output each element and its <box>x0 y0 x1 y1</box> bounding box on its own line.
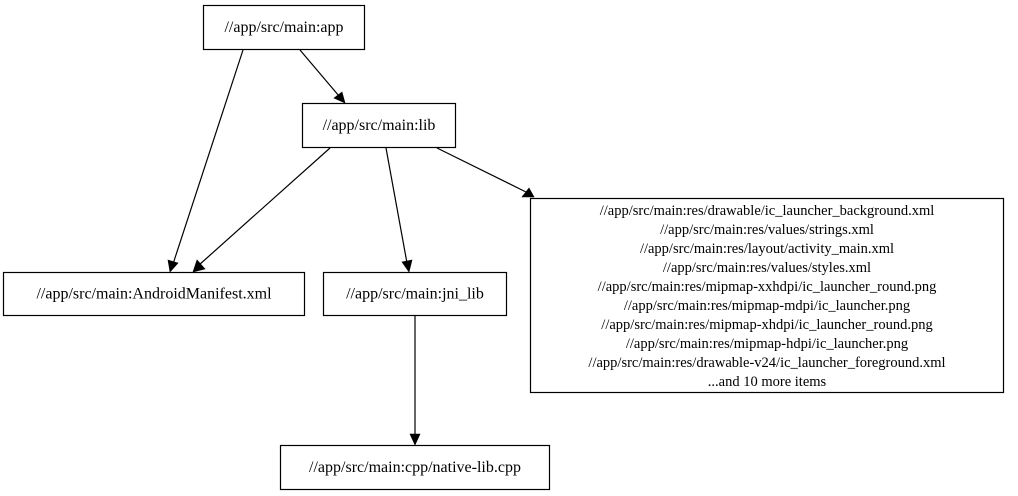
node-app-label: //app/src/main:app <box>224 19 343 36</box>
node-android-manifest[interactable]: //app/src/main:AndroidManifest.xml <box>2 271 306 317</box>
node-resources[interactable]: //app/src/main:res/drawable/ic_launcher_… <box>529 197 1005 394</box>
arrow-head-icon <box>521 187 535 198</box>
arrow-head-icon <box>401 259 413 273</box>
edge-line <box>436 147 527 193</box>
edge-line <box>172 49 244 265</box>
node-native-lib[interactable]: //app/src/main:cpp/native-lib.cpp <box>279 444 551 491</box>
node-resources-line-7: //app/src/main:res/mipmap-xhdpi/ic_launc… <box>601 317 932 333</box>
node-resources-line-9: //app/src/main:res/drawable-v24/ic_launc… <box>588 355 945 371</box>
edge-app-to-lib <box>299 49 346 104</box>
arrow-head-icon <box>409 433 421 446</box>
edge-line <box>385 147 408 264</box>
node-app-box[interactable] <box>202 4 366 51</box>
edge-lib-to-jni-lib <box>385 147 413 273</box>
node-native-lib-box[interactable] <box>279 444 551 491</box>
node-lib-box[interactable] <box>301 102 457 149</box>
edge-app-to-manifest <box>167 49 244 273</box>
node-android-manifest-label: //app/src/main:AndroidManifest.xml <box>36 286 272 303</box>
edge-line <box>299 49 340 97</box>
edge-jni-lib-to-native-lib <box>409 316 421 446</box>
node-resources-line-1: //app/src/main:res/drawable/ic_launcher_… <box>600 203 935 219</box>
node-resources-box[interactable] <box>529 197 1005 394</box>
arrow-head-icon <box>167 259 179 273</box>
node-lib[interactable]: //app/src/main:lib <box>301 102 457 149</box>
node-resources-line-3: //app/src/main:res/layout/activity_main.… <box>640 241 894 257</box>
node-resources-line-5: //app/src/main:res/mipmap-xxhdpi/ic_laun… <box>598 279 937 295</box>
node-android-manifest-box[interactable] <box>2 271 306 317</box>
node-jni-lib[interactable]: //app/src/main:jni_lib <box>322 271 508 317</box>
node-jni-lib-label: //app/src/main:jni_lib <box>346 286 484 303</box>
node-resources-overflow-label: ...and 10 more items <box>708 374 827 390</box>
arrow-head-icon <box>192 259 206 273</box>
edge-lib-to-manifest <box>192 147 331 273</box>
edge-lib-to-resources <box>436 147 535 198</box>
node-native-lib-label: //app/src/main:cpp/native-lib.cpp <box>309 459 521 476</box>
arrow-head-icon <box>333 91 346 104</box>
node-lib-label: //app/src/main:lib <box>323 117 436 134</box>
node-resources-line-2: //app/src/main:res/values/strings.xml <box>660 222 874 238</box>
node-resources-line-8: //app/src/main:res/mipmap-hdpi/ic_launch… <box>626 336 908 352</box>
node-app[interactable]: //app/src/main:app <box>202 4 366 51</box>
edge-line <box>198 147 331 266</box>
node-jni-lib-box[interactable] <box>322 271 508 317</box>
node-resources-line-6: //app/src/main:res/mipmap-mdpi/ic_launch… <box>624 298 910 314</box>
node-resources-line-4: //app/src/main:res/values/styles.xml <box>663 260 871 276</box>
